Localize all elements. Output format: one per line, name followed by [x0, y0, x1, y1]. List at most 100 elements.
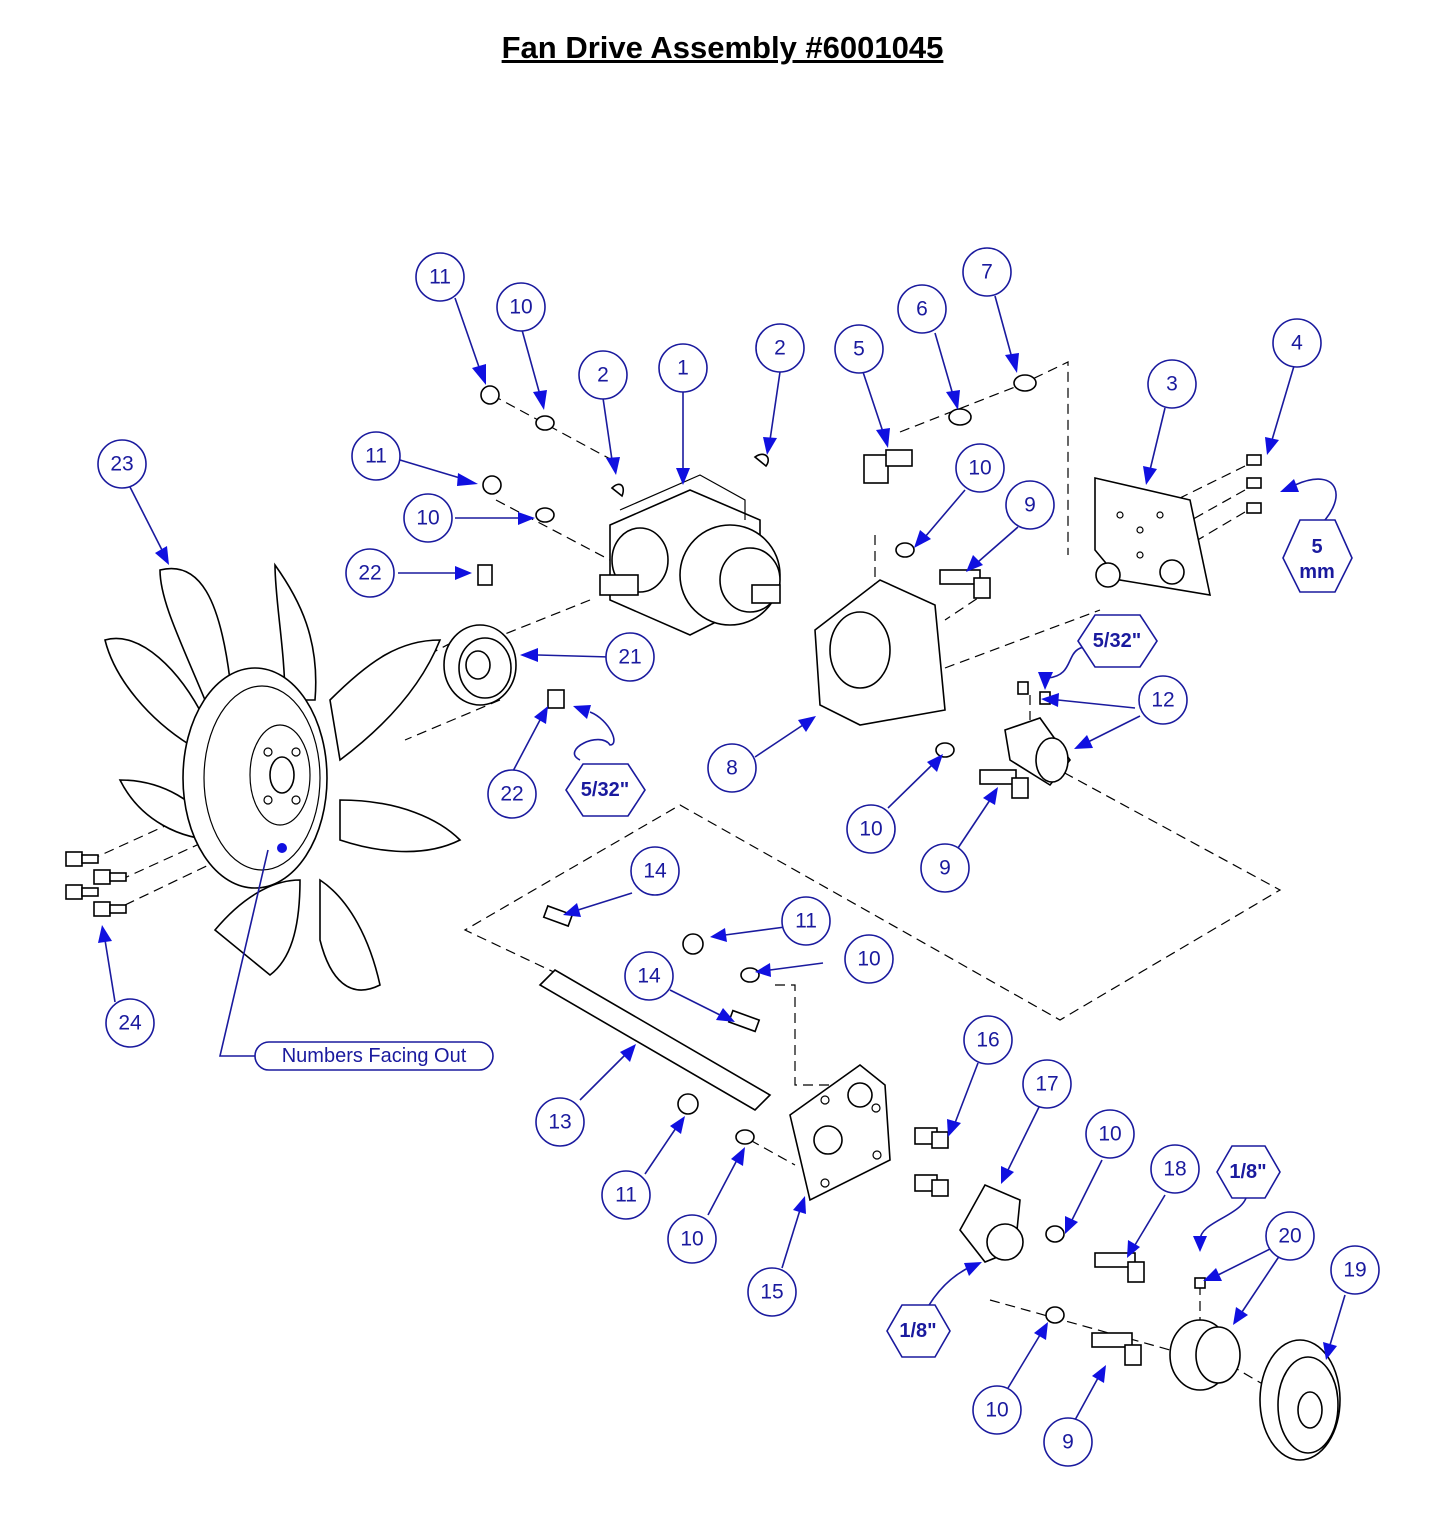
svg-text:10: 10 — [1098, 1123, 1121, 1146]
mounting-plate — [814, 579, 946, 726]
callout-mounting-plate: 8 — [707, 743, 757, 793]
flange-bearing-group — [914, 1127, 1145, 1366]
svg-text:6: 6 — [916, 298, 928, 321]
callout-flange-bearing: 17 — [1022, 1059, 1072, 1109]
svg-text:24: 24 — [118, 1012, 142, 1035]
svg-text:3: 3 — [1166, 373, 1178, 396]
svg-text:10: 10 — [968, 457, 991, 480]
svg-text:2: 2 — [774, 337, 786, 360]
callout-nut-11-b: 11 — [351, 431, 401, 481]
callout-bolt-18: 18 — [1150, 1144, 1200, 1194]
svg-text:5/32": 5/32" — [1093, 630, 1141, 652]
callout-key-14-a: 14 — [630, 846, 680, 896]
callout-gearbox: 1 — [658, 343, 708, 393]
svg-text:13: 13 — [548, 1111, 571, 1134]
hex-tag-5-32-a: 5/32" — [1077, 614, 1158, 668]
svg-text:2: 2 — [597, 364, 609, 387]
svg-text:20: 20 — [1278, 1225, 1301, 1248]
callout-set-screw-22-a: 22 — [345, 548, 395, 598]
svg-text:19: 19 — [1343, 1259, 1366, 1282]
callout-washer-10-f: 10 — [667, 1214, 717, 1264]
top-fasteners — [480, 385, 555, 523]
lower-fasteners — [677, 933, 760, 1145]
callout-key-left: 2 — [578, 350, 628, 400]
bolt-and-washers — [863, 374, 1037, 484]
svg-text:11: 11 — [615, 1184, 637, 1207]
callout-nut-11-a: 11 — [415, 252, 465, 302]
callout-bolt: 5 — [834, 324, 884, 374]
callout-washer-10-g: 10 — [1085, 1109, 1135, 1159]
svg-text:10: 10 — [985, 1399, 1008, 1422]
svg-text:mm: mm — [1299, 561, 1335, 583]
plate-fasteners — [895, 542, 1029, 799]
svg-text:1/8": 1/8" — [1229, 1161, 1266, 1183]
coupler — [1004, 681, 1072, 787]
callout-fan-bolts: 24 — [105, 998, 155, 1048]
lower-plate — [789, 1063, 891, 1202]
callout-hub: 21 — [605, 632, 655, 682]
svg-text:10: 10 — [509, 296, 532, 319]
bushing-and-pulley — [1169, 1277, 1341, 1461]
svg-text:10: 10 — [680, 1228, 703, 1251]
callout-washer-10-a: 10 — [496, 282, 546, 332]
fan-blade-assembly — [104, 562, 462, 991]
callout-key-right: 2 — [755, 323, 805, 373]
svg-text:18: 18 — [1163, 1158, 1186, 1181]
svg-text:1/8": 1/8" — [899, 1320, 936, 1342]
callout-bolt-9-c: 9 — [1043, 1417, 1093, 1467]
svg-text:9: 9 — [1024, 494, 1036, 517]
callout-lock-washer: 6 — [897, 284, 947, 334]
callout-washer-10-d: 10 — [846, 804, 896, 854]
svg-text:Numbers Facing Out: Numbers Facing Out — [282, 1045, 467, 1067]
svg-text:4: 4 — [1291, 332, 1303, 355]
svg-text:15: 15 — [760, 1281, 783, 1304]
svg-text:10: 10 — [416, 507, 439, 530]
hex-tag-1-8-b: 1/8" — [886, 1304, 951, 1358]
svg-text:10: 10 — [859, 818, 882, 841]
svg-text:11: 11 — [429, 266, 451, 289]
svg-text:1: 1 — [677, 357, 689, 380]
callout-balloons: 1 2 2 3 4 5 6 7 8 9 9 9 10 10 10 10 10 1… — [97, 247, 1380, 1467]
callout-fan: 23 — [97, 439, 147, 489]
callout-flat-washer: 7 — [962, 247, 1012, 297]
callout-bolt-9-b: 9 — [920, 843, 970, 893]
gearbox — [599, 453, 781, 636]
callout-pulley: 19 — [1330, 1245, 1380, 1295]
note-numbers-facing-out: Numbers Facing Out — [254, 1041, 494, 1071]
wrench-size-tags: 5 mm 5/32" 5/32" 1/8" 1/8" — [565, 519, 1353, 1358]
callout-key-14-b: 14 — [624, 951, 674, 1001]
callout-set-screw-22-b: 22 — [487, 769, 537, 819]
fan-bolts — [65, 851, 127, 917]
svg-text:9: 9 — [939, 857, 951, 880]
callout-coupler: 12 — [1138, 675, 1188, 725]
callout-screws: 4 — [1272, 318, 1322, 368]
svg-text:14: 14 — [643, 860, 667, 883]
svg-text:9: 9 — [1062, 1431, 1074, 1454]
callout-bushing: 20 — [1265, 1211, 1315, 1261]
svg-text:10: 10 — [857, 948, 880, 971]
svg-text:14: 14 — [637, 965, 661, 988]
svg-text:5: 5 — [853, 338, 865, 361]
svg-text:21: 21 — [618, 646, 641, 669]
callout-washer-10-b: 10 — [403, 493, 453, 543]
svg-text:5: 5 — [1311, 536, 1322, 558]
callout-nut-11-c: 11 — [781, 896, 831, 946]
callout-bolt-9-a: 9 — [1005, 480, 1055, 530]
callout-washer-10-e: 10 — [844, 934, 894, 984]
callout-nut-11-d: 11 — [601, 1170, 651, 1220]
hex-tag-1-8-a: 1/8" — [1216, 1145, 1281, 1199]
callout-washer-10-c: 10 — [955, 443, 1005, 493]
page-title: Fan Drive Assembly #6001045 — [501, 30, 944, 65]
svg-text:7: 7 — [981, 261, 993, 284]
svg-text:12: 12 — [1151, 689, 1174, 712]
svg-text:22: 22 — [358, 562, 381, 585]
svg-text:23: 23 — [110, 453, 133, 476]
svg-text:5/32": 5/32" — [581, 779, 629, 801]
svg-text:11: 11 — [795, 910, 817, 933]
bearing-plate — [1094, 454, 1262, 596]
hub-and-set-screws — [443, 564, 565, 709]
callout-lower-plate: 15 — [747, 1267, 797, 1317]
hex-tag-5-32-b: 5/32" — [565, 763, 646, 817]
callout-shaft: 13 — [535, 1097, 585, 1147]
